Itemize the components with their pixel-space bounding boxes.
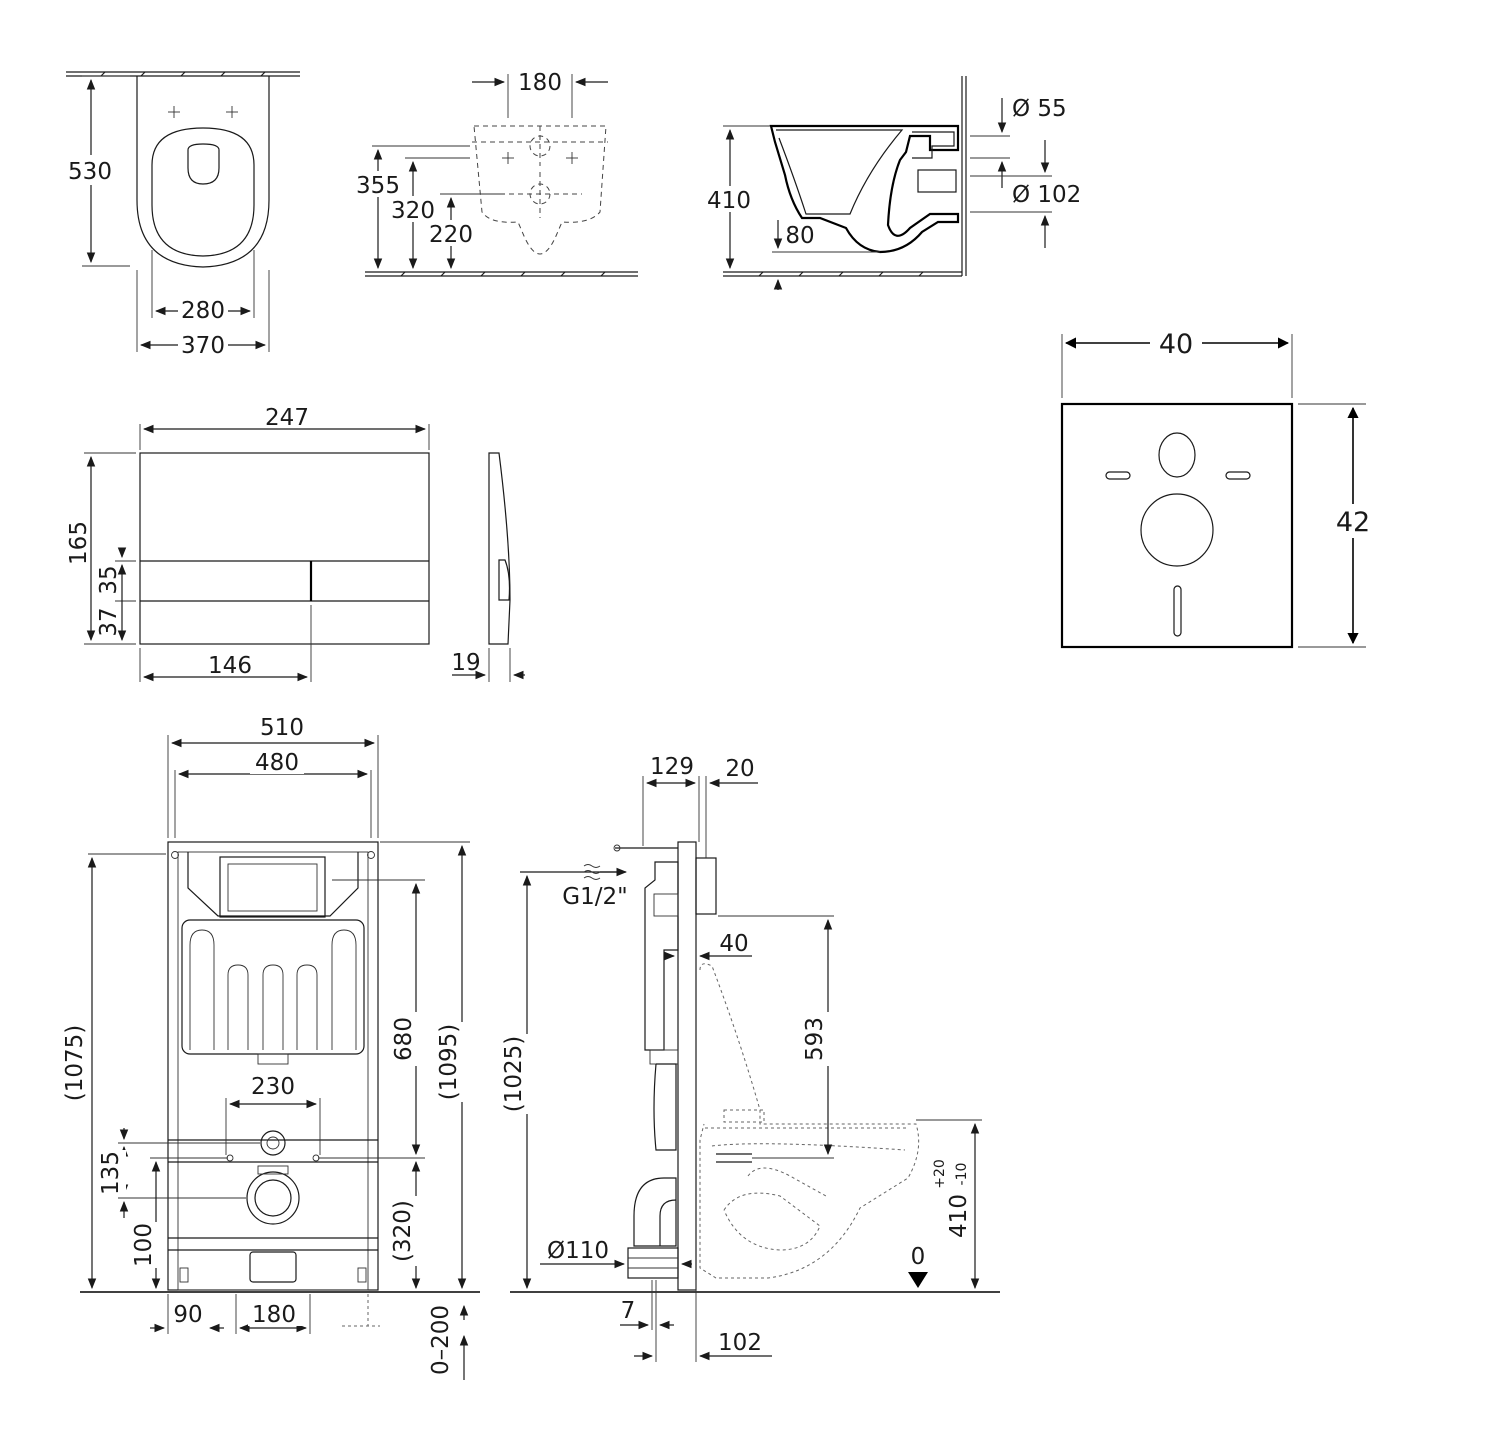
dim-toilet-width: 370 (181, 333, 225, 359)
flush-plate: 247 165 35 37 146 19 (66, 403, 525, 682)
mounting-holes-view: 180 355 320 220 (354, 70, 638, 277)
dim-frame-width: 510 (260, 715, 304, 741)
frame-front-view: 510 480 (1075) (1095) 680 (320) 230 (62, 713, 480, 1380)
soundproof-pad: 40 42 (1060, 326, 1376, 649)
dim-pad-height: 42 (1336, 507, 1370, 538)
dim-102: 102 (718, 1330, 762, 1356)
dim-foot-90: 90 (173, 1302, 202, 1328)
dim-7: 7 (621, 1298, 636, 1324)
frame-side-view: 129 20 G1/2" 40 593 (1025) Ø110 7 (500, 754, 1000, 1362)
dim-adjust-range: 0–200 (428, 1305, 454, 1375)
dim-593: 593 (802, 1017, 828, 1061)
dim-supply-height: (1025) (501, 1036, 527, 1112)
dim-hole-h3: 220 (429, 222, 473, 248)
dim-pad-width: 40 (1159, 329, 1193, 360)
dim-inlet-diameter: Ø 55 (1012, 96, 1067, 122)
dim-seat-height: 410 (946, 1194, 972, 1238)
floor-zero-mark: 0 (911, 1244, 926, 1270)
dim-bolt-spacing: 230 (251, 1074, 295, 1100)
dim-hole-spacing: 180 (518, 70, 562, 96)
dim-plate-width: 247 (265, 405, 309, 431)
dim-135: 135 (98, 1151, 124, 1195)
dim-100: 100 (131, 1223, 157, 1267)
dim-button-height: 35 (96, 565, 122, 594)
toilet-top-view: 530 280 370 (62, 71, 300, 359)
dim-outlet-height: (320) (390, 1200, 416, 1262)
dim-outlet-diameter: Ø 102 (1012, 182, 1081, 208)
dim-20: 20 (725, 756, 754, 782)
dim-toilet-side-height: 410 (707, 188, 751, 214)
dim-pipe-diameter: Ø110 (547, 1238, 609, 1264)
dim-129: 129 (650, 754, 694, 780)
dim-cistern-height: 680 (391, 1017, 417, 1061)
dim-tolerance-minus: -10 (954, 1163, 970, 1186)
dim-hole-h2: 320 (391, 198, 435, 224)
dim-foot-180: 180 (252, 1302, 296, 1328)
dim-bowl-offset: 80 (785, 223, 814, 249)
dim-plate-height: 165 (66, 521, 92, 565)
dim-bottom-height: 37 (96, 607, 122, 636)
dim-40: 40 (719, 931, 748, 957)
dim-seat-width: 280 (181, 298, 225, 324)
dim-plate-depth: 19 (451, 650, 480, 676)
dim-button-split: 146 (208, 653, 252, 679)
dim-frame-inner-width: 480 (255, 750, 299, 776)
dim-total-height: (1075) (62, 1025, 88, 1101)
supply-connection: G1/2" (562, 884, 627, 910)
dim-hole-h1: 355 (356, 173, 400, 199)
dim-frame-height: (1095) (436, 1024, 462, 1100)
dim-toilet-height: 530 (68, 159, 112, 185)
dim-tolerance-plus: +20 (932, 1159, 948, 1189)
toilet-side-view: 410 80 Ø 55 Ø 102 (705, 76, 1081, 290)
